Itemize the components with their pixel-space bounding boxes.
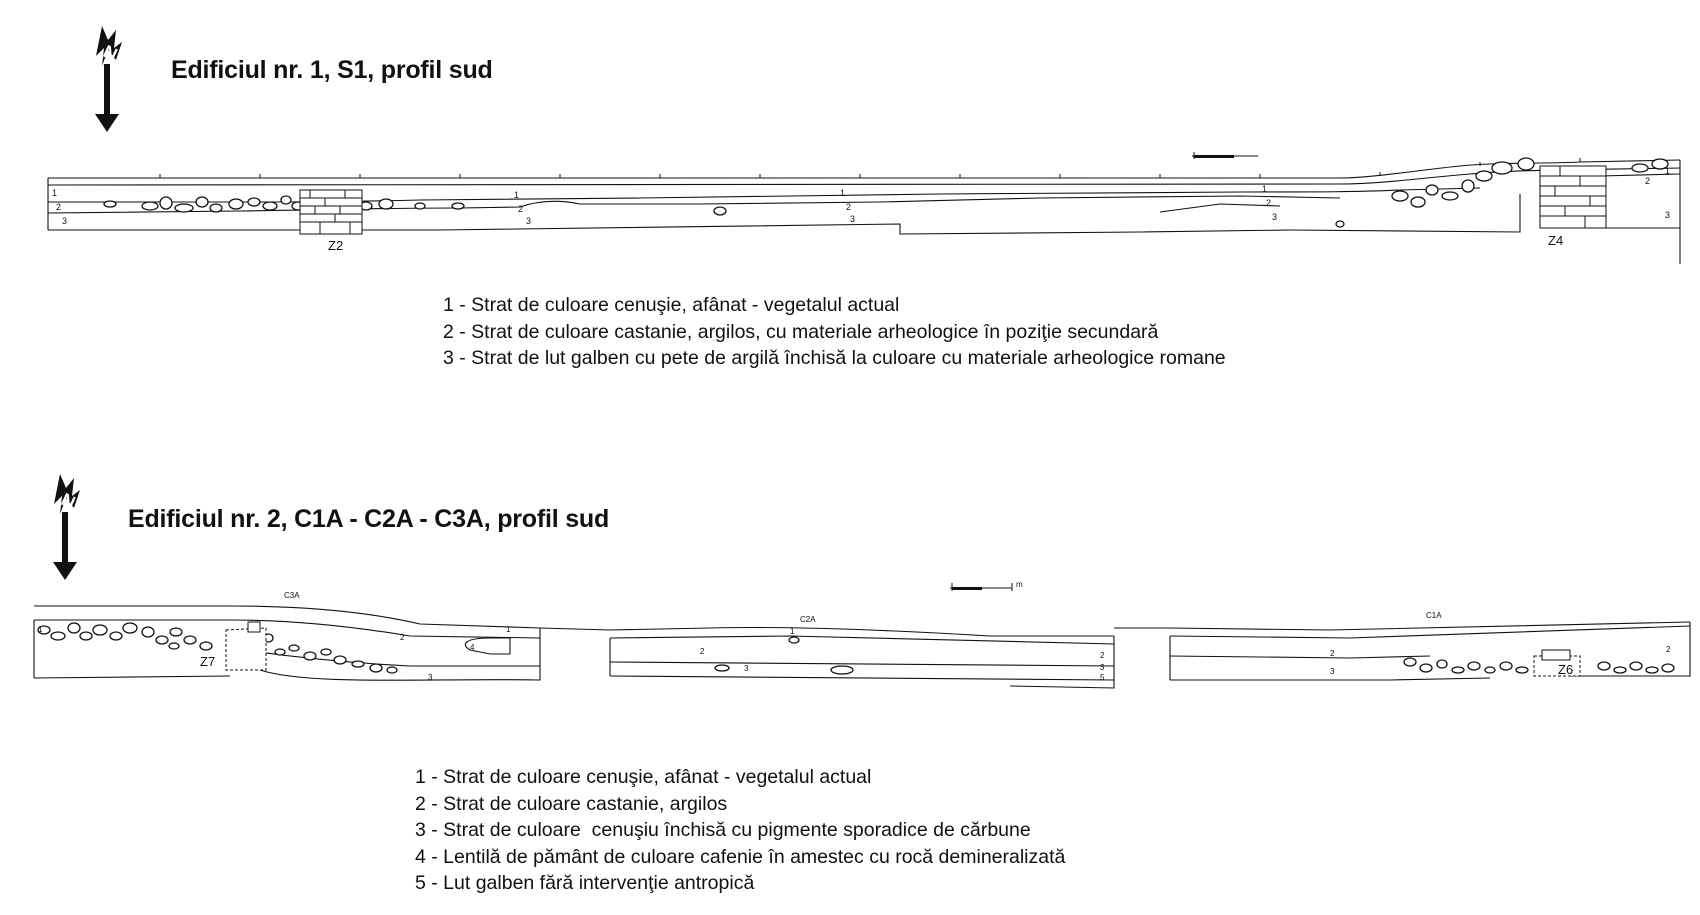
scale-bar-2: m [950,580,1023,591]
profile-2-title: Edificiul nr. 2, C1A - C2A - C3A, profil… [128,505,610,533]
wall-z7 [225,627,267,671]
legend-2-item: 2 - Strat de culoare castanie, argilos [415,792,728,815]
svg-text:1: 1 [1262,184,1267,194]
zone-z4: Z4 [1548,233,1563,248]
svg-text:3: 3 [744,664,749,673]
svg-text:3: 3 [62,216,67,226]
svg-text:2: 2 [1666,645,1671,654]
zone-z6: Z6 [1558,662,1573,677]
legend-1-item: 1 - Strat de culoare cenuşie, afânat - v… [443,294,900,316]
svg-text:5: 5 [1100,673,1105,682]
svg-text:3: 3 [850,214,855,224]
svg-text:1: 1 [1665,166,1670,176]
scale-bar-1 [1192,152,1258,159]
section-c2a: C2A [800,615,816,624]
profile-2-drawing: m [33,580,1691,689]
section-c3a: C3A [284,591,300,600]
svg-text:1: 1 [790,627,795,636]
zone-z2: Z2 [328,238,343,253]
legend-2-item: 1 - Strat de culoare cenuşie, afânat - v… [415,766,872,788]
svg-text:3: 3 [1330,667,1335,676]
wall-z2 [299,189,363,235]
legend-2-item: 5 - Lut galben fără intervenţie antropic… [415,872,755,894]
scale-label: m [1016,580,1023,589]
svg-text:3: 3 [428,673,433,682]
svg-text:3: 3 [1665,210,1670,220]
svg-text:2: 2 [846,202,851,212]
svg-text:3: 3 [1272,212,1277,222]
svg-text:1: 1 [52,188,57,198]
zone-z7: Z7 [200,654,215,669]
svg-text:1: 1 [514,190,519,200]
svg-text:2: 2 [1100,651,1105,660]
svg-text:1: 1 [840,188,845,198]
svg-text:4: 4 [470,643,475,652]
legend-2-item: 4 - Lentilă de pământ de culoare cafenie… [415,845,1066,868]
legend-1-item: 2 - Strat de culoare castanie, argilos, … [443,320,1159,343]
svg-text:3: 3 [1100,663,1105,672]
legend-2: 1 - Strat de culoare cenuşie, afânat - v… [415,764,1065,897]
legend-1: 1 - Strat de culoare cenuşie, afânat - v… [443,292,1226,372]
svg-text:2: 2 [400,633,405,642]
svg-text:2: 2 [518,204,523,214]
svg-text:1: 1 [506,625,511,634]
svg-text:2: 2 [1645,176,1650,186]
north-arrow-1: N [95,26,122,132]
svg-text:2: 2 [1330,649,1335,658]
wall-z4 [1539,165,1607,229]
svg-text:2: 2 [56,202,61,212]
section-c1a: C1A [1426,611,1442,620]
north-arrow-2: N [53,474,80,580]
svg-text:2: 2 [700,647,705,656]
svg-text:3: 3 [526,216,531,226]
svg-text:1: 1 [38,625,43,634]
svg-text:2: 2 [1266,198,1271,208]
profile-1-title: Edificiul nr. 1, S1, profil sud [171,56,493,84]
legend-2-item: 3 - Strat de culoare cenuşiu închisă cu … [415,819,1031,841]
profile-1-drawing: 123 123 123 123 123 Z2 Z4 [47,152,1681,264]
legend-1-item: 3 - Strat de lut galben cu pete de argil… [443,347,1226,369]
